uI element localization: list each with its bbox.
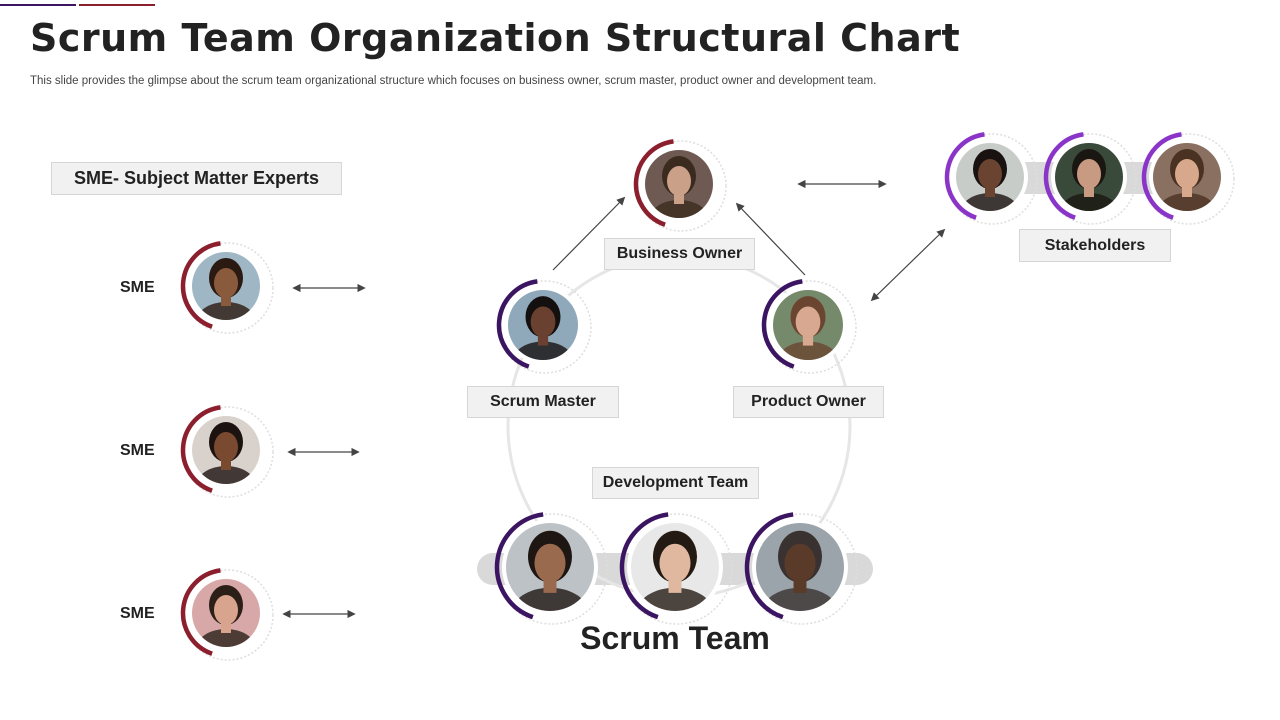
avatar-accent-arc bbox=[180, 568, 221, 656]
avatar-accent-arc bbox=[494, 512, 544, 620]
person-photo-icon bbox=[645, 150, 713, 218]
avatar-accent-arc bbox=[180, 405, 221, 493]
product-owner-box: Product Owner bbox=[733, 386, 884, 418]
page-title: Scrum Team Organization Structural Chart bbox=[30, 16, 961, 60]
person-photo-icon bbox=[506, 523, 594, 611]
sme-header-box: SME- Subject Matter Experts bbox=[51, 162, 342, 195]
person-photo-icon bbox=[192, 579, 260, 647]
development-team-avatar-3 bbox=[744, 512, 858, 625]
sme-label-2: SME bbox=[120, 442, 155, 459]
avatar-accent-arc bbox=[1141, 132, 1182, 220]
avatar-accent-arc bbox=[761, 279, 803, 369]
sme-3-avatar bbox=[180, 568, 274, 661]
avatar-accent-arc bbox=[496, 279, 538, 369]
sme-2-avatar bbox=[180, 405, 274, 498]
person-photo-icon bbox=[508, 290, 578, 360]
scrum-master-to-business-owner-arrow bbox=[552, 196, 626, 271]
page-subtitle: This slide provides the glimpse about th… bbox=[30, 75, 877, 87]
sme-1-avatar bbox=[180, 241, 274, 334]
avatar-accent-arc bbox=[944, 132, 985, 220]
avatar-accent-arc bbox=[1043, 132, 1084, 220]
business-owner-avatar bbox=[633, 139, 727, 232]
accent-line-purple bbox=[0, 4, 76, 6]
scrum-master-avatar bbox=[496, 279, 592, 374]
person-photo-icon bbox=[956, 143, 1024, 211]
avatar-accent-arc bbox=[744, 512, 794, 620]
scrum-master-box: Scrum Master bbox=[467, 386, 619, 418]
stakeholder-avatar-2 bbox=[1043, 132, 1137, 225]
avatar-accent-arc bbox=[180, 241, 221, 329]
sme-label-3: SME bbox=[120, 605, 155, 622]
person-photo-icon bbox=[756, 523, 844, 611]
person-photo-icon bbox=[773, 290, 843, 360]
person-photo-icon bbox=[1055, 143, 1123, 211]
person-photo-icon bbox=[192, 416, 260, 484]
stakeholder-avatar-1 bbox=[944, 132, 1038, 225]
stakeholders-box: Stakeholders bbox=[1019, 229, 1171, 262]
stakeholder-avatar-3 bbox=[1141, 132, 1235, 225]
person-photo-icon bbox=[631, 523, 719, 611]
person-photo-icon bbox=[1153, 143, 1221, 211]
development-team-avatar-1 bbox=[494, 512, 608, 625]
avatar-accent-arc bbox=[633, 139, 674, 227]
scrum-team-title: Scrum Team bbox=[580, 620, 770, 656]
product-owner-stakeholders-arrow bbox=[870, 228, 946, 302]
product-owner-avatar bbox=[761, 279, 857, 374]
sme-label-1: SME bbox=[120, 279, 155, 296]
person-photo-icon bbox=[192, 252, 260, 320]
business-owner-box: Business Owner bbox=[604, 238, 755, 270]
avatar-accent-arc bbox=[619, 512, 669, 620]
development-team-avatar-2 bbox=[619, 512, 733, 625]
development-team-box: Development Team bbox=[592, 467, 759, 499]
product-owner-to-business-owner-arrow bbox=[735, 202, 806, 276]
accent-line-maroon bbox=[79, 4, 155, 6]
